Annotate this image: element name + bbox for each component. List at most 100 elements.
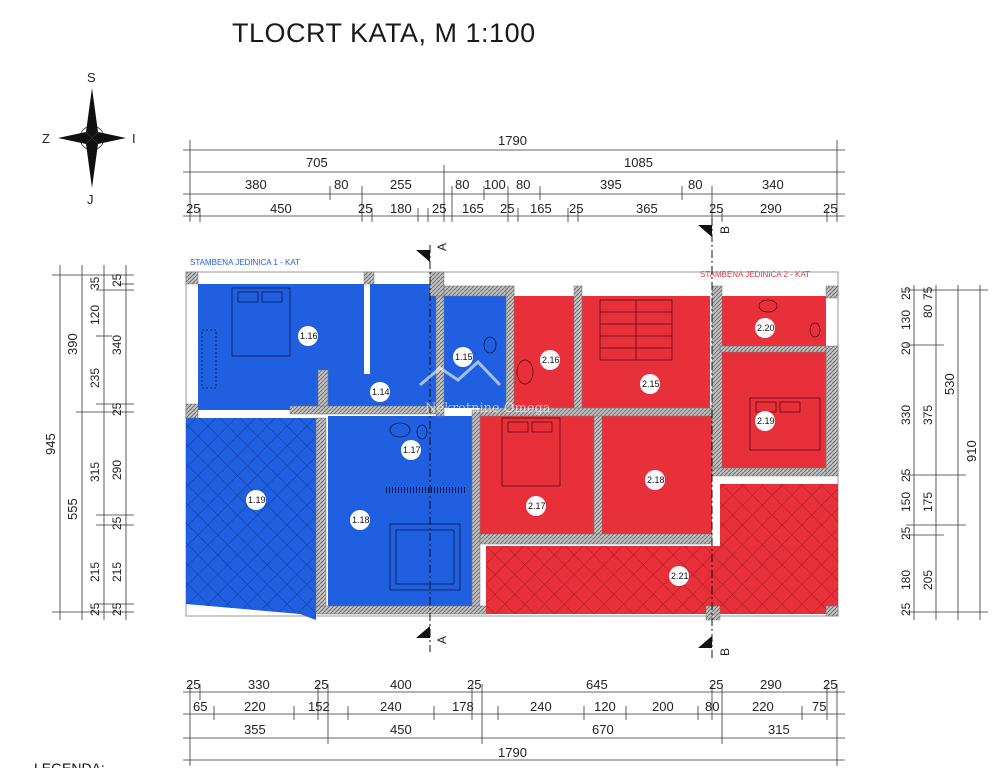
dim-label: 670 [592, 722, 614, 737]
compass-north: S [87, 70, 96, 85]
dims-right [906, 285, 988, 620]
dim-label: 25 [899, 526, 913, 540]
dim-label: 100 [484, 177, 506, 192]
section-b-top: B [718, 226, 732, 234]
dim-label: 205 [921, 570, 935, 590]
room-number: 1.18 [352, 515, 370, 525]
dim-label: 165 [462, 201, 484, 216]
dim-label: 220 [752, 699, 774, 714]
dim-label: 150 [899, 492, 913, 512]
dim-label: 390 [65, 333, 80, 355]
room-number: 1.17 [403, 445, 421, 455]
dims-top [183, 140, 845, 222]
dim-label: 705 [306, 155, 328, 170]
dim-label: 25 [709, 201, 723, 216]
dim-label: 25 [709, 677, 723, 692]
dim-label: 120 [594, 699, 616, 714]
dim-label: 80 [334, 177, 348, 192]
compass-west: Z [42, 131, 50, 146]
dim-label: 375 [921, 405, 935, 425]
dim-label: 400 [390, 677, 412, 692]
dim-label: 340 [110, 335, 124, 355]
room-1-14-top [370, 284, 436, 374]
dims-left [52, 265, 134, 620]
room-2-21 [486, 484, 838, 614]
room-number: 1.15 [455, 352, 473, 362]
room-2-20 [722, 296, 826, 346]
dim-label: 355 [244, 722, 266, 737]
dim-label: 25 [467, 677, 481, 692]
room-number: 1.19 [248, 495, 266, 505]
dim-label: 290 [760, 677, 782, 692]
dim-label: 120 [88, 305, 102, 325]
dim-label: 75 [921, 286, 935, 300]
compass-rose-icon [58, 88, 126, 188]
room-1-15 [444, 296, 506, 408]
dim-label: 330 [899, 405, 913, 425]
dim-label: 25 [899, 602, 913, 616]
legend-heading: LEGENDA: [34, 760, 105, 768]
room-numbers: 1.16 1.14 1.15 2.16 2.15 2.20 2.19 1.17 … [246, 318, 775, 586]
room-number: 2.17 [528, 501, 546, 511]
dim-label: 945 [43, 433, 58, 455]
dim-label: 1085 [624, 155, 653, 170]
dims-right-labels: 910 530 80 375 175 205 130 330 150 180 2… [899, 286, 979, 616]
room-number: 1.16 [300, 331, 318, 341]
dim-label: 255 [390, 177, 412, 192]
dim-label: 450 [270, 201, 292, 216]
dim-label: 25 [314, 677, 328, 692]
rooms: A A B B 1.16 1.14 1.15 2.16 2.15 2.20 2.… [185, 218, 839, 660]
dim-label: 80 [688, 177, 702, 192]
room-number: 2.21 [671, 571, 689, 581]
section-markers [416, 225, 712, 648]
dim-label: 130 [899, 310, 913, 330]
watermark-text: Nekretnine Omega [425, 401, 551, 416]
dim-label: 25 [899, 468, 913, 482]
dim-label: 178 [452, 699, 474, 714]
dim-label: 80 [705, 699, 719, 714]
dims-left-labels: 945 390 555 120 235 315 215 35 25 340 25… [43, 273, 124, 616]
watermark-logo-icon [419, 359, 502, 387]
dim-label: 530 [942, 373, 957, 395]
dim-label: 80 [921, 304, 935, 318]
section-b-bottom: B [718, 648, 732, 656]
dim-label: 25 [569, 201, 583, 216]
dim-bottom-total: 1790 [498, 745, 527, 760]
dim-label: 25 [110, 602, 124, 616]
dim-label: 75 [812, 699, 826, 714]
section-a-top: A [435, 243, 449, 251]
dim-label: 25 [88, 602, 102, 616]
dim-label: 165 [530, 201, 552, 216]
watermark: Nekretnine Omega [419, 359, 551, 416]
dim-label: 152 [308, 699, 330, 714]
dim-label: 65 [193, 699, 207, 714]
unit2-label: STAMBENA JEDINICA 2 - KAT [700, 270, 810, 279]
dim-label: 25 [899, 286, 913, 300]
dim-label: 25 [823, 201, 837, 216]
dim-label: 395 [600, 177, 622, 192]
room-number: 2.19 [757, 416, 775, 426]
dim-label: 220 [244, 699, 266, 714]
room-1-19 [186, 418, 316, 620]
dim-label: 25 [110, 273, 124, 287]
dim-label: 175 [921, 492, 935, 512]
dim-label: 315 [88, 462, 102, 482]
room-number: 2.20 [757, 323, 775, 333]
dim-label: 235 [88, 368, 102, 388]
dim-label: 555 [65, 498, 80, 520]
dim-label: 645 [586, 677, 608, 692]
room-number: 1.14 [372, 387, 390, 397]
dim-label: 25 [186, 201, 200, 216]
dim-label: 35 [88, 276, 102, 290]
dim-label: 330 [248, 677, 270, 692]
dim-label: 240 [380, 699, 402, 714]
dim-label: 910 [964, 440, 979, 462]
dim-label: 180 [899, 570, 913, 590]
dim-label: 25 [358, 201, 372, 216]
room-number: 2.16 [542, 355, 560, 365]
dim-label: 80 [455, 177, 469, 192]
section-lines [429, 218, 713, 660]
dim-label: 380 [245, 177, 267, 192]
fixtures [201, 287, 821, 591]
